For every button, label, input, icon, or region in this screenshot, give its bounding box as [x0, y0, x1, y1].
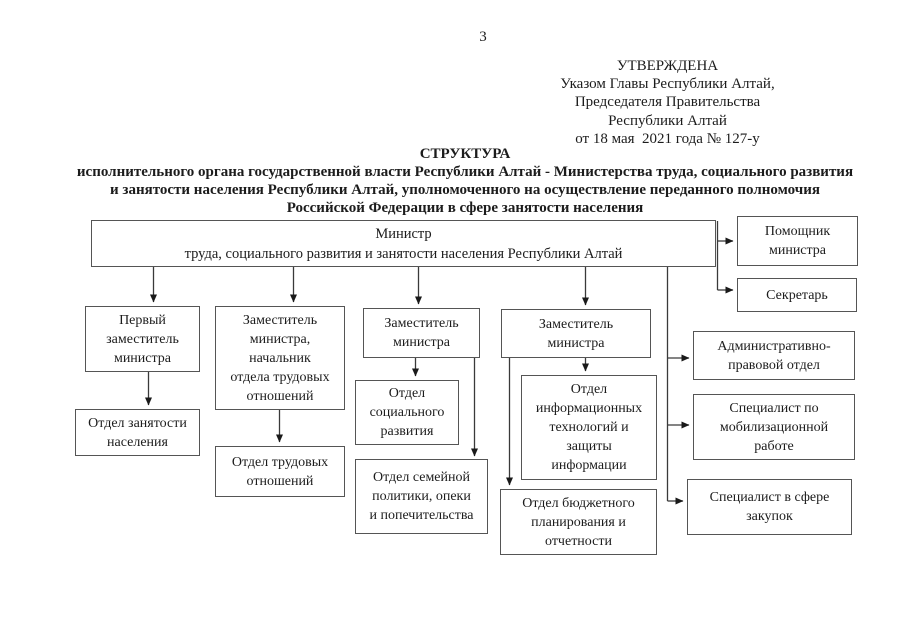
node-budget-planning-department: Отдел бюджетного планирования и отчетнос… — [500, 489, 657, 555]
title-line: исполнительного органа государственной в… — [76, 164, 854, 180]
approval-line: Указом Главы Республики Алтай, — [560, 76, 775, 93]
approval-line: Председателя Правительства — [574, 94, 761, 111]
node-mobilization-specialist: Специалист по мобилизационной работе — [693, 394, 855, 460]
title-line: СТРУКТУРА — [419, 146, 511, 162]
node-deputy-minister-labor-relations: Заместитель министра, начальник отдела т… — [215, 306, 345, 410]
page-number: 3 — [479, 29, 487, 45]
node-administrative-legal-department: Административно- правовой отдел — [693, 331, 855, 380]
node-it-security-department: Отдел информационных технологий и защиты… — [521, 375, 657, 480]
node-labor-relations-department: Отдел трудовых отношений — [215, 446, 345, 497]
node-minister: Министр труда, социального развития и за… — [91, 220, 716, 267]
approval-line: Республики Алтай — [608, 112, 727, 129]
document-title: СТРУКТУРА исполнительного органа государ… — [25, 145, 905, 217]
approval-line: от 18 мая 2021 года № 127-у — [575, 130, 760, 147]
node-assistant-minister: Помощник министра — [737, 216, 858, 266]
title-line: и занятости населения Республики Алтай, … — [110, 182, 820, 198]
node-employment-department: Отдел занятости населения — [75, 409, 200, 456]
node-secretary: Секретарь — [737, 278, 857, 312]
node-first-deputy-minister: Первый заместитель министра — [85, 306, 200, 372]
approval-line: УТВЕРЖДЕНА — [616, 58, 719, 74]
node-family-policy-department: Отдел семейной политики, опеки и попечит… — [355, 459, 488, 534]
node-deputy-minister-it: Заместитель министра — [501, 309, 651, 358]
title-line: Российской Федерации в сфере занятости н… — [286, 200, 644, 216]
node-social-development-department: Отдел социального развития — [355, 380, 459, 445]
node-deputy-minister-social: Заместитель министра — [363, 308, 480, 358]
node-procurement-specialist: Специалист в сфере закупок — [687, 479, 852, 535]
approval-block: УТВЕРЖДЕНА Указом Главы Республики Алтай… — [505, 57, 830, 148]
